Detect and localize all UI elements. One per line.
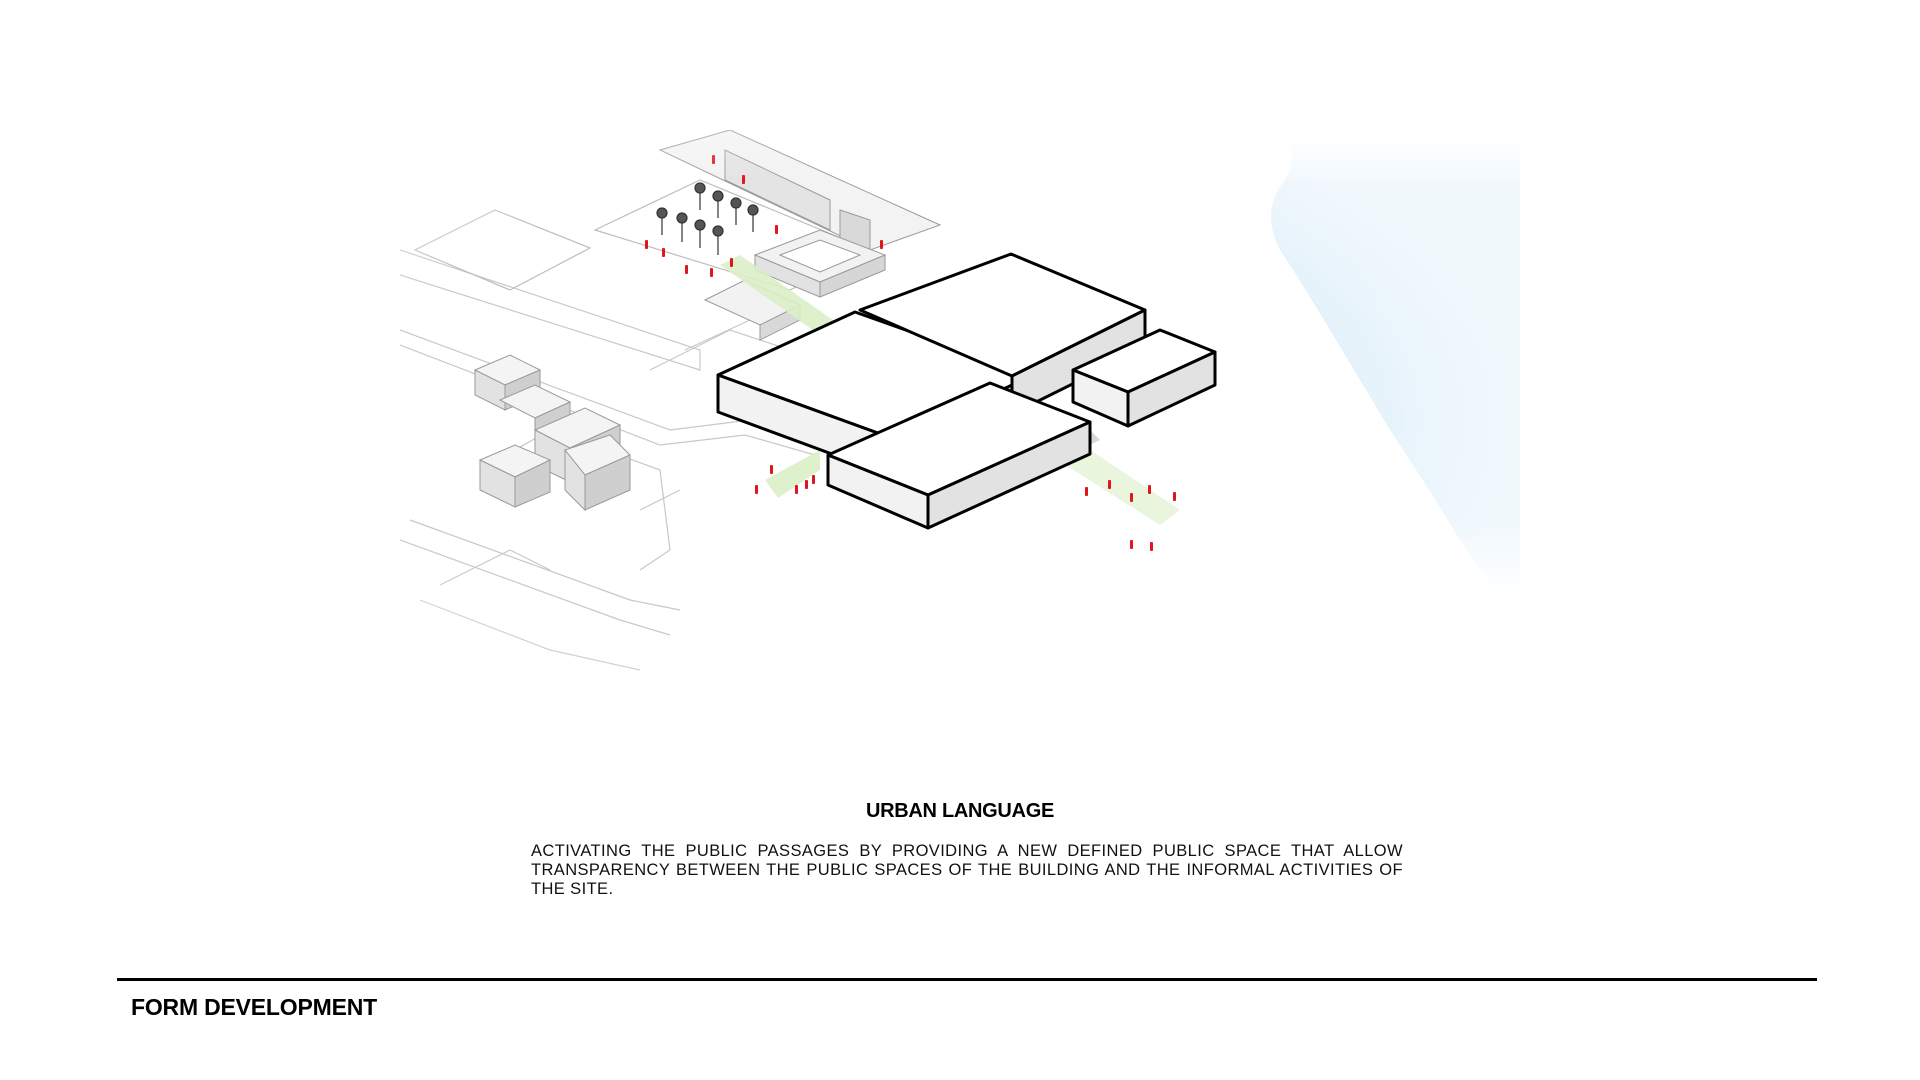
section-title: URBAN LANGUAGE: [865, 800, 1055, 822]
section-description: ACTIVATING THE PUBLIC PASSAGES BY PROVID…: [531, 842, 1403, 898]
footer-divider: [117, 978, 1817, 981]
axonometric-site-plan: [400, 130, 1520, 710]
site-diagram: [400, 130, 1520, 710]
footer-label: FORM DEVELOPMENT: [131, 994, 377, 1020]
